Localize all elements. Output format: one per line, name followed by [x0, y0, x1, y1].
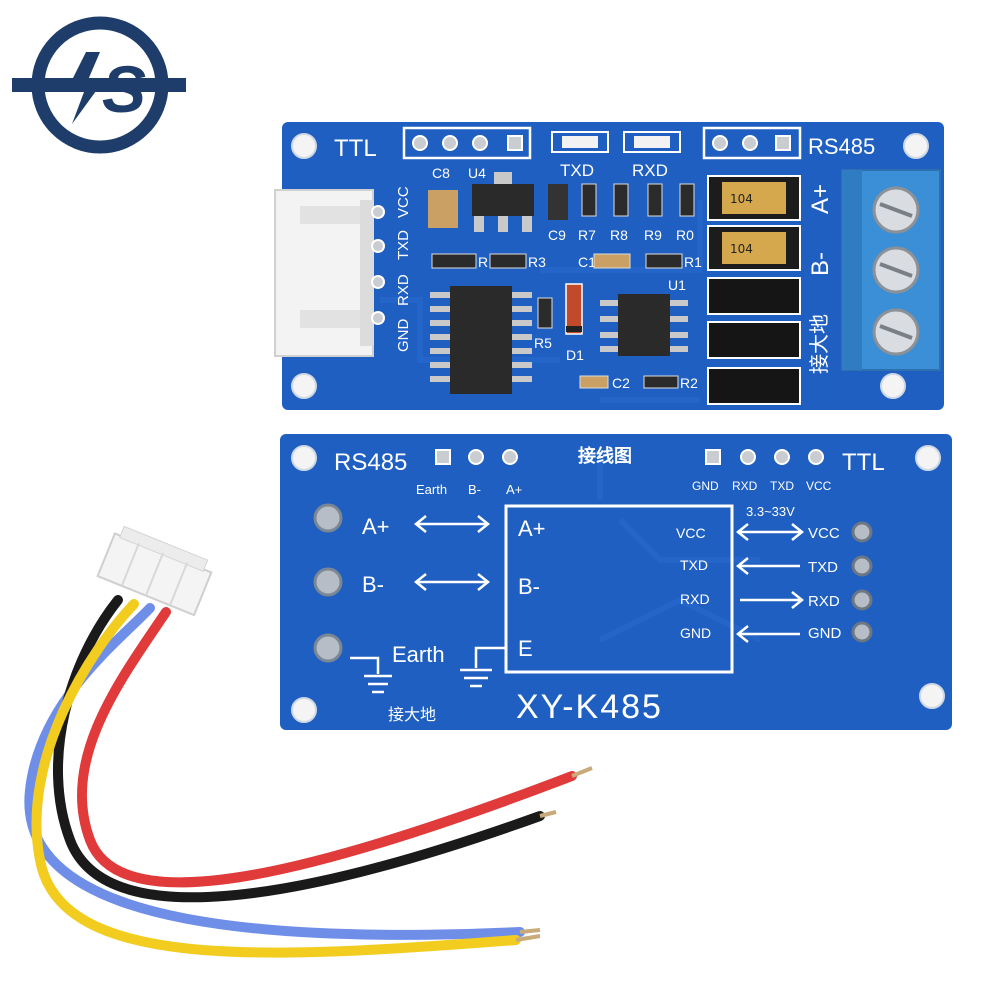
yellow-wire [31, 599, 521, 958]
brand-logo: S [0, 16, 186, 154]
pin-txd-label: TXD [770, 479, 794, 493]
r4-label: R [478, 254, 488, 270]
pin-rxd-label: RXD [732, 479, 758, 493]
r9-label: R9 [644, 227, 662, 243]
connector-label-gnd: GND [395, 319, 412, 353]
fuse-b-text: 104 [730, 242, 753, 256]
box-vcc-label: VCC [676, 525, 706, 541]
ttl-pin [442, 135, 458, 151]
ttl-pin [412, 135, 428, 151]
jst-connector [274, 189, 385, 357]
rs485-pin-square [775, 135, 791, 151]
c9-label: C9 [548, 227, 566, 243]
d1-diode [565, 283, 583, 335]
pin-gnd-label: GND [692, 479, 719, 493]
a-plus-label: A+ [807, 184, 834, 214]
right-rxd-label: RXD [808, 593, 840, 610]
wiring-diagram-title: 接线图 [578, 445, 632, 467]
tvs-diode [707, 321, 801, 359]
isolator-chip [430, 286, 532, 394]
u4-label: U4 [468, 165, 486, 181]
txd-label: TXD [560, 161, 594, 180]
connector-label-txd: TXD [395, 230, 412, 260]
ground-label-cn: 接大地 [807, 314, 831, 374]
tvs-diode [707, 367, 801, 405]
voltage-label: 3.3~33V [746, 504, 795, 519]
ttl-label-bottom: TTL [842, 449, 885, 476]
jst-plug [96, 525, 213, 617]
ttl-pin-square [507, 135, 523, 151]
box-e-label: E [518, 636, 533, 661]
r5-label: R5 [534, 335, 552, 351]
r0-label: R0 [676, 227, 694, 243]
screw-terminal [841, 169, 941, 371]
fuse-a-text: 104 [730, 192, 753, 206]
c1-label: C1 [578, 254, 596, 270]
c8-label: C8 [432, 165, 450, 181]
model-label: XY-K485 [516, 688, 663, 726]
r3-label: R3 [528, 254, 546, 270]
ttl-label: TTL [334, 135, 377, 162]
box-rxd-label: RXD [680, 591, 710, 607]
r8-label: R8 [610, 227, 628, 243]
box-a-label: A+ [518, 516, 546, 541]
rs485-label: RS485 [808, 134, 875, 159]
logo-letter: S [102, 52, 146, 126]
right-gnd-label: GND [808, 625, 842, 642]
connector-label-vcc: VCC [395, 186, 412, 218]
c2-label: C2 [612, 375, 630, 391]
u4-regulator [472, 184, 534, 216]
r1-label: R1 [684, 254, 702, 270]
txd-led [562, 136, 598, 148]
u1-label: U1 [668, 277, 686, 293]
module-box [504, 504, 734, 674]
wire-harness [24, 525, 593, 958]
right-vcc-label: VCC [808, 525, 840, 542]
b-minus-label: B- [807, 252, 834, 276]
rs485-pin [742, 135, 758, 151]
u1-transceiver-chip [600, 294, 688, 356]
rxd-led [634, 136, 670, 148]
box-txd-label: TXD [680, 557, 708, 573]
c9-capacitor [548, 184, 568, 220]
c8-capacitor [428, 190, 458, 228]
fuse-104-a: 104 [707, 175, 801, 221]
d1-label: D1 [566, 347, 584, 363]
box-gnd-label: GND [680, 625, 711, 641]
box-b-label: B- [518, 574, 540, 599]
r7-label: R7 [578, 227, 596, 243]
b-minus-bottom: B- [362, 572, 384, 597]
rs485-pin [712, 135, 728, 151]
lightning-icon [66, 52, 104, 124]
pin-b-label: B- [468, 482, 481, 497]
bottom-board: RS485 接线图 TTL Earth B- A+ GND RXD TXD VC… [280, 434, 952, 730]
earth-label: Earth [392, 642, 445, 667]
top-board: TTL TXD RXD RS485 GND [274, 122, 944, 410]
r2-label: R2 [680, 375, 698, 391]
pin-vcc-label: VCC [806, 479, 832, 493]
pin-earth-label: Earth [416, 482, 447, 497]
ttl-pin [472, 135, 488, 151]
rs485-label-bottom: RS485 [334, 449, 407, 476]
a-plus-bottom: A+ [362, 514, 390, 539]
right-txd-label: TXD [808, 559, 838, 576]
rxd-label: RXD [632, 161, 668, 180]
ground-cn-bottom: 接大地 [388, 705, 436, 724]
fuse-104-b: 104 [707, 225, 801, 271]
connector-label-rxd: RXD [395, 274, 412, 306]
pin-a-label: A+ [506, 482, 522, 497]
red-wire [76, 607, 577, 888]
tvs-diode [707, 277, 801, 315]
